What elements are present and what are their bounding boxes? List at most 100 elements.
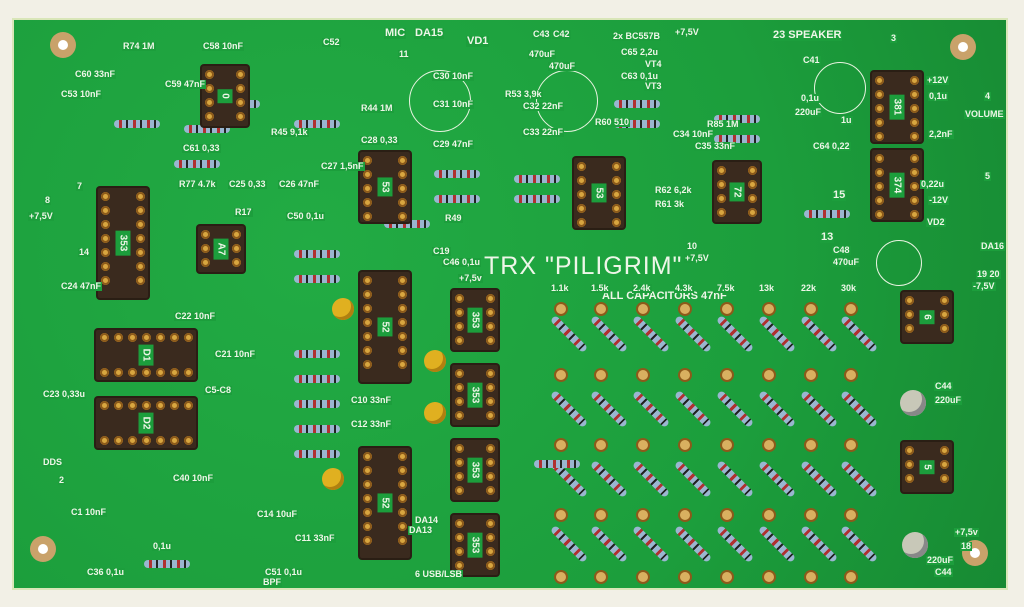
resistor (144, 560, 190, 568)
silkscreen-label: C21 10nF (214, 349, 257, 359)
socket-pin (612, 218, 621, 227)
grid-column-label: 4.3k (674, 283, 694, 293)
socket-pin (100, 401, 109, 410)
socket-pin (398, 318, 407, 327)
electrolytic-capacitor (900, 390, 926, 416)
silkscreen-label: +12V (926, 75, 950, 85)
socket-pin (905, 296, 914, 305)
resistor (757, 459, 797, 499)
resistor (534, 460, 580, 468)
silkscreen-label: C1 10nF (70, 507, 108, 517)
silkscreen-label: 220uF (794, 107, 823, 117)
silkscreen-label: C19 (432, 246, 451, 256)
socket-pin (398, 452, 407, 461)
silkscreen-label: DA14 (414, 515, 440, 525)
socket-pin (136, 192, 145, 201)
resistor (714, 135, 760, 143)
socket-pin (905, 460, 914, 469)
socket-pin (910, 132, 919, 141)
socket-pin (363, 156, 372, 165)
solder-pad (556, 572, 566, 582)
socket-label: 374 (889, 172, 905, 198)
solder-pad (846, 572, 856, 582)
solder-pad (806, 440, 816, 450)
socket-pin (363, 522, 372, 531)
resistor (631, 459, 671, 499)
solder-pad (806, 572, 816, 582)
resistor (631, 389, 671, 429)
socket-pin (398, 536, 407, 545)
silkscreen-label: 4 (984, 91, 992, 101)
solder-pad (722, 572, 732, 582)
socket-pin (717, 166, 726, 175)
socket-pin (486, 472, 495, 481)
socket-pin (905, 310, 914, 319)
silkscreen-label: C5-C8 (204, 385, 233, 395)
socket-label: 353 (467, 457, 483, 483)
socket-pin (100, 368, 109, 377)
silkscreen-label: DDS (42, 457, 64, 467)
solder-pad (680, 510, 690, 520)
socket-pin (940, 296, 949, 305)
socket-pin (875, 182, 884, 191)
resistor (514, 195, 560, 203)
resistor (799, 389, 839, 429)
silkscreen-label: 11 (398, 49, 410, 59)
socket-pin (455, 294, 464, 303)
silkscreen-label: DA13 (408, 525, 434, 535)
socket-pin (232, 244, 241, 253)
silkscreen-label: BPF (262, 577, 282, 587)
ic-socket: 53 (574, 158, 624, 228)
socket-pin (455, 369, 464, 378)
socket-pin (101, 262, 110, 271)
silkscreen-label: 2,2nF (928, 129, 954, 139)
socket-label: 353 (467, 382, 483, 408)
resistor (384, 220, 430, 228)
socket-pin (486, 336, 495, 345)
resistor (839, 314, 879, 354)
socket-pin (905, 446, 914, 455)
socket-pin (717, 180, 726, 189)
silkscreen-label: C34 10nF (672, 129, 715, 139)
solder-pad (846, 440, 856, 450)
silkscreen-label: 10 (686, 241, 699, 251)
socket-pin (398, 156, 407, 165)
ic-socket: D1 (96, 330, 196, 380)
socket-pin (184, 368, 193, 377)
silkscreen-label: C33 22nF (522, 127, 565, 137)
grid-column-label: 1.5k (590, 283, 610, 293)
socket-pin (363, 332, 372, 341)
socket-pin (910, 196, 919, 205)
resistor (631, 314, 671, 354)
socket-pin (940, 446, 949, 455)
socket-pin (486, 397, 495, 406)
silkscreen-label: R53 3,9k (504, 89, 543, 99)
socket-pin (363, 508, 372, 517)
silkscreen-label: 470uF (528, 49, 557, 59)
silkscreen-label: 0,1u (800, 93, 821, 103)
solder-pad (722, 370, 732, 380)
silkscreen-label: C48 (832, 245, 851, 255)
resistor (614, 120, 660, 128)
socket-pin (875, 132, 884, 141)
silkscreen-label: C61 0,33 (182, 143, 221, 153)
solder-pad (638, 572, 648, 582)
socket-pin (363, 212, 372, 221)
ic-socket: 353 (452, 440, 498, 500)
silkscreen-label: C59 47nF (164, 79, 207, 89)
socket-pin (142, 368, 151, 377)
silkscreen-label: C51 0,1u (264, 567, 304, 577)
socket-pin (136, 234, 145, 243)
solder-pad (638, 510, 648, 520)
socket-pin (455, 383, 464, 392)
socket-pin (398, 360, 407, 369)
socket-pin (363, 184, 372, 193)
solder-pad (556, 304, 566, 314)
silkscreen-label: C36 0,1u (86, 567, 126, 577)
solder-pad (680, 370, 690, 380)
silkscreen-label: R44 1M (360, 103, 394, 113)
silkscreen-label: +7,5V (28, 211, 54, 221)
socket-pin (184, 401, 193, 410)
silkscreen-label: 18 (960, 541, 973, 551)
socket-label: 53 (591, 183, 607, 203)
